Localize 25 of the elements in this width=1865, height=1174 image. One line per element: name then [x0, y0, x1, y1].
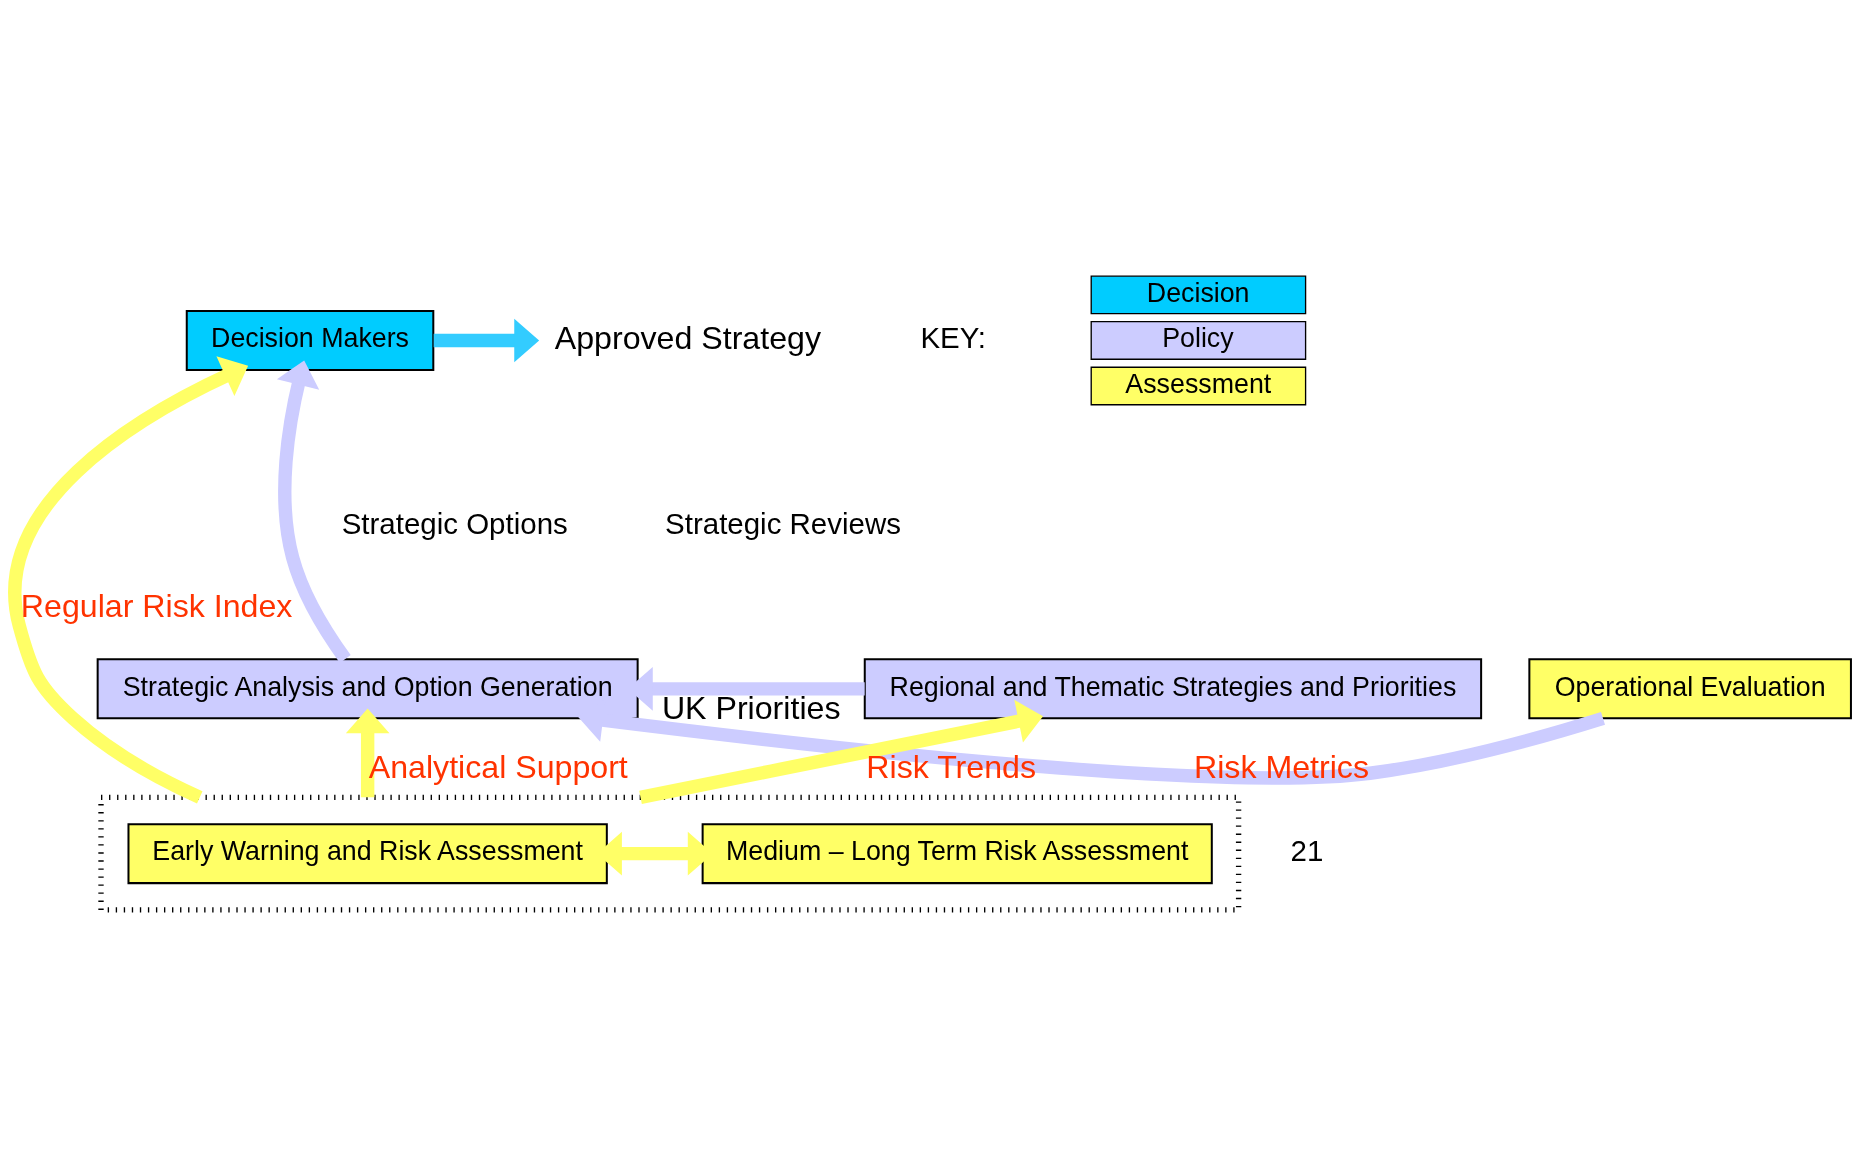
node-box: Decision Makers	[185, 309, 435, 371]
legend-label: Assessment	[1125, 368, 1272, 399]
edge-label: UK Priorities	[661, 689, 841, 726]
arrow	[433, 318, 540, 363]
node-box: Strategic Analysis and Option Generation	[96, 658, 639, 720]
node-box: Regional and Thematic Strategies and Priorities	[863, 658, 1483, 720]
label: Strategic Reviews	[665, 507, 901, 541]
arrow	[8, 356, 249, 804]
label: Strategic Options	[341, 507, 568, 541]
arrow	[345, 708, 390, 798]
edge-label: Regular Risk Index	[20, 587, 293, 624]
legend-label: Decision	[1146, 277, 1250, 308]
edge-label: Risk Trends	[866, 748, 1037, 785]
edge-label: Risk Metrics	[1193, 748, 1369, 785]
cluster	[98, 794, 1242, 913]
arrow	[578, 698, 1605, 785]
label: KEY:	[920, 320, 986, 354]
label: 21	[1290, 834, 1324, 868]
node-box: Operational Evaluation	[1528, 658, 1852, 720]
arrow	[639, 699, 1044, 804]
node-box: Early Warning and Risk Assessment	[127, 823, 608, 885]
node-box: Medium – Long Term Risk Assessment	[701, 823, 1213, 885]
node-text: Approved Strategy	[554, 319, 821, 356]
arrow	[276, 360, 351, 663]
legend-label: Policy	[1162, 323, 1234, 354]
